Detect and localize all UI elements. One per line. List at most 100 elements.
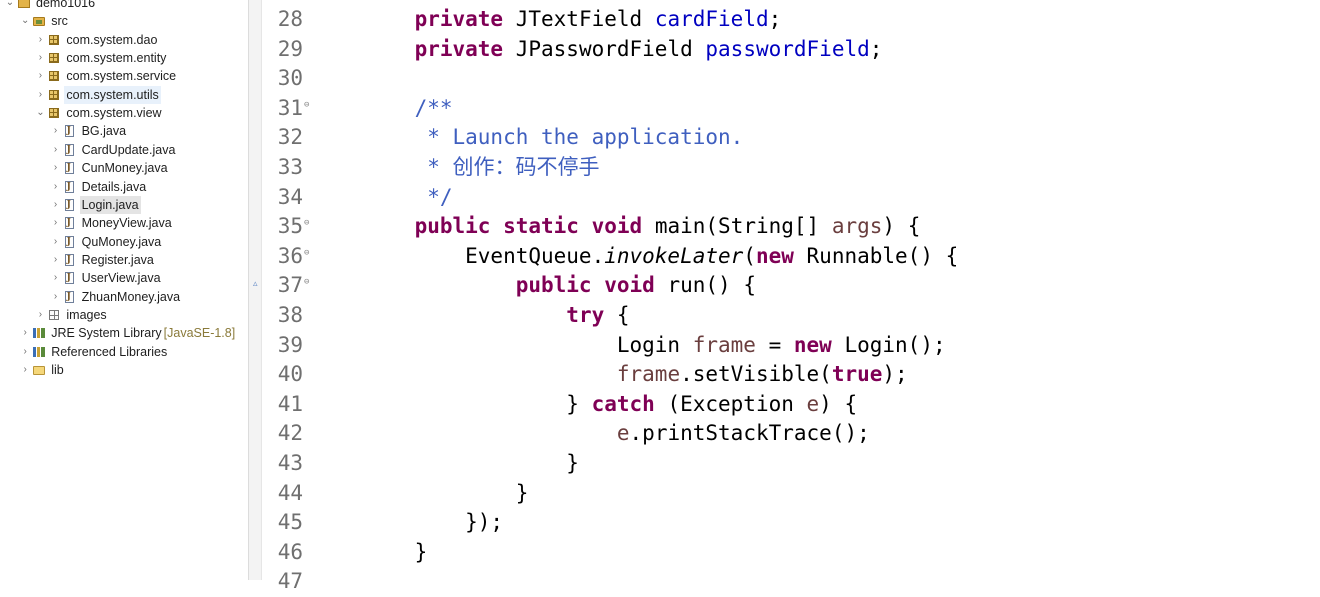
code-line[interactable]: 39 Login frame = new Login(); xyxy=(263,331,1320,361)
code-line[interactable]: 29 private JPasswordField passwordField; xyxy=(263,35,1320,65)
tree-item-cunmoney-java[interactable]: ›CunMoney.java xyxy=(50,159,170,177)
fold-collapse-icon[interactable]: ⊖ xyxy=(304,277,310,288)
code-token: } xyxy=(364,539,428,564)
java-file-icon xyxy=(64,233,76,251)
code-line[interactable]: 37⊖ public void run() { xyxy=(263,271,1320,301)
code-line[interactable]: 45 }); xyxy=(263,508,1320,538)
tree-item-com-system-utils[interactable]: ›com.system.utils xyxy=(34,85,161,104)
code-token: ) { xyxy=(882,214,921,239)
chevron-right-icon[interactable]: › xyxy=(53,143,58,155)
code-token: new xyxy=(793,332,832,357)
tree-item-cardupdate-java[interactable]: ›CardUpdate.java xyxy=(50,141,178,159)
chevron-right-icon[interactable]: › xyxy=(53,272,58,284)
code-line[interactable]: 36⊖ EventQueue.invokeLater(new Runnable(… xyxy=(263,242,1320,272)
code-token: Login xyxy=(364,332,693,357)
code-token: run() { xyxy=(654,273,756,298)
code-token xyxy=(364,96,415,120)
code-line[interactable]: 28 private JTextField cardField; xyxy=(263,5,1320,35)
fold-collapse-icon[interactable]: ⊖ xyxy=(304,218,310,229)
tree-item-label: MoneyView.java xyxy=(81,216,172,231)
chevron-down-icon[interactable]: ⌄ xyxy=(5,0,15,8)
chevron-right-icon[interactable]: › xyxy=(38,70,43,82)
chevron-right-icon[interactable]: › xyxy=(53,235,58,247)
chevron-right-icon[interactable]: › xyxy=(53,125,58,137)
tree-item-jre-system-library[interactable]: ›JRE System Library[JavaSE-1.8] xyxy=(19,324,236,342)
tree-item-label: ZhuanMoney.java xyxy=(81,289,181,304)
code-token: .printStackTrace(); xyxy=(629,421,870,446)
tree-item-label: src xyxy=(51,14,68,29)
project-icon xyxy=(18,0,30,9)
chevron-right-icon[interactable]: › xyxy=(38,308,43,320)
code-line[interactable]: 42 e.printStackTrace(); xyxy=(263,419,1320,449)
code-token xyxy=(364,273,516,297)
chevron-right-icon[interactable]: › xyxy=(53,217,58,229)
tree-item-referenced-libraries[interactable]: ›Referenced Libraries xyxy=(19,343,169,361)
java-file-icon xyxy=(64,251,76,269)
code-line[interactable]: 40 frame.setVisible(true); xyxy=(263,360,1320,390)
tree-item-lib[interactable]: ›lib xyxy=(19,361,66,379)
line-number: 40 xyxy=(277,362,303,387)
code-line[interactable]: 41 } catch (Exception e) { xyxy=(263,390,1320,420)
java-file-icon xyxy=(64,214,76,232)
chevron-right-icon[interactable]: › xyxy=(23,327,27,339)
tree-item-label: QuMoney.java xyxy=(81,234,162,249)
code-line[interactable]: 47 xyxy=(263,567,1320,597)
code-text: } xyxy=(364,538,428,568)
code-token: ; xyxy=(869,36,883,61)
chevron-right-icon[interactable]: › xyxy=(23,345,27,357)
code-line[interactable]: 38 try { xyxy=(263,301,1320,331)
chevron-right-icon[interactable]: › xyxy=(53,198,58,210)
tree-item-com-system-view[interactable]: ⌄com.system.view xyxy=(34,104,163,122)
fold-collapse-icon[interactable]: ⊖ xyxy=(304,99,310,110)
chevron-down-icon[interactable]: ⌄ xyxy=(20,15,30,27)
code-line[interactable]: 34 */ xyxy=(263,183,1320,213)
tree-item-register-java[interactable]: ›Register.java xyxy=(50,251,156,269)
line-number: 38 xyxy=(277,303,303,327)
tree-item-images[interactable]: ›images xyxy=(34,306,108,324)
chevron-right-icon[interactable]: › xyxy=(53,290,58,302)
tree-item-zhuanmoney-java[interactable]: › ZhuanMoney.java xyxy=(50,288,182,306)
tree-item-label: BG.java xyxy=(81,124,127,139)
code-line[interactable]: 33 * 创作：码不停手 xyxy=(263,153,1320,183)
tree-item-moneyview-java[interactable]: › MoneyView.java xyxy=(50,214,174,232)
chevron-right-icon[interactable]: › xyxy=(53,180,58,192)
code-line[interactable]: 46 } xyxy=(263,538,1320,568)
tree-item-bg-java[interactable]: › BG.java xyxy=(50,122,128,140)
fold-collapse-icon[interactable]: ⊖ xyxy=(304,247,310,258)
tree-item-label: UserView.java xyxy=(81,271,161,286)
chevron-right-icon[interactable]: › xyxy=(38,88,43,100)
tree-item-details-java[interactable]: ›Details.java xyxy=(50,178,149,196)
code-line[interactable]: 43 } xyxy=(263,449,1320,479)
chevron-right-icon[interactable]: › xyxy=(23,364,27,375)
code-text: private JPasswordField passwordField; xyxy=(364,35,883,65)
code-text: public static void main(String[] args) { xyxy=(364,212,921,242)
tree-item-com-system-service[interactable]: ›com.system.service xyxy=(34,67,178,85)
occurrence-marker-icon[interactable]: ▵ xyxy=(253,279,258,289)
code-token: ); xyxy=(882,362,908,387)
tree-item-demo1016[interactable]: ⌄demo1016 xyxy=(4,0,97,12)
code-line[interactable]: 32 * Launch the application. xyxy=(263,123,1320,153)
code-token: JTextField xyxy=(503,7,655,31)
editor-ruler[interactable]: ▵ xyxy=(248,0,262,580)
tree-item-com-system-dao[interactable]: ›com.system.dao xyxy=(34,31,159,49)
code-token: } xyxy=(364,480,529,505)
tree-item-label: JRE System Library xyxy=(51,326,162,341)
tree-item-com-system-entity[interactable]: ›com.system.entity xyxy=(34,49,168,67)
code-token xyxy=(579,214,592,238)
tree-item-src[interactable]: ⌄ src xyxy=(19,12,70,30)
tree-item-userview-java[interactable]: › UserView.java xyxy=(50,269,163,287)
tree-item-login-java[interactable]: ›Login.java xyxy=(50,195,141,214)
code-line[interactable]: 30 xyxy=(263,64,1320,94)
chevron-right-icon[interactable]: › xyxy=(53,162,58,174)
code-line[interactable]: 44 } xyxy=(263,479,1320,509)
code-editor[interactable]: 28 private JTextField cardField;29 priva… xyxy=(263,0,1320,593)
java-file-icon xyxy=(64,196,76,214)
chevron-right-icon[interactable]: › xyxy=(38,33,43,45)
code-line[interactable]: 31⊖ /** xyxy=(263,94,1320,124)
chevron-down-icon[interactable]: ⌄ xyxy=(36,107,45,119)
chevron-right-icon[interactable]: › xyxy=(53,253,58,265)
chevron-right-icon[interactable]: › xyxy=(38,52,43,64)
code-line[interactable]: 35⊖ public static void main(String[] arg… xyxy=(263,212,1320,242)
package-icon xyxy=(48,34,60,46)
tree-item-qumoney-java[interactable]: › QuMoney.java xyxy=(50,233,164,251)
